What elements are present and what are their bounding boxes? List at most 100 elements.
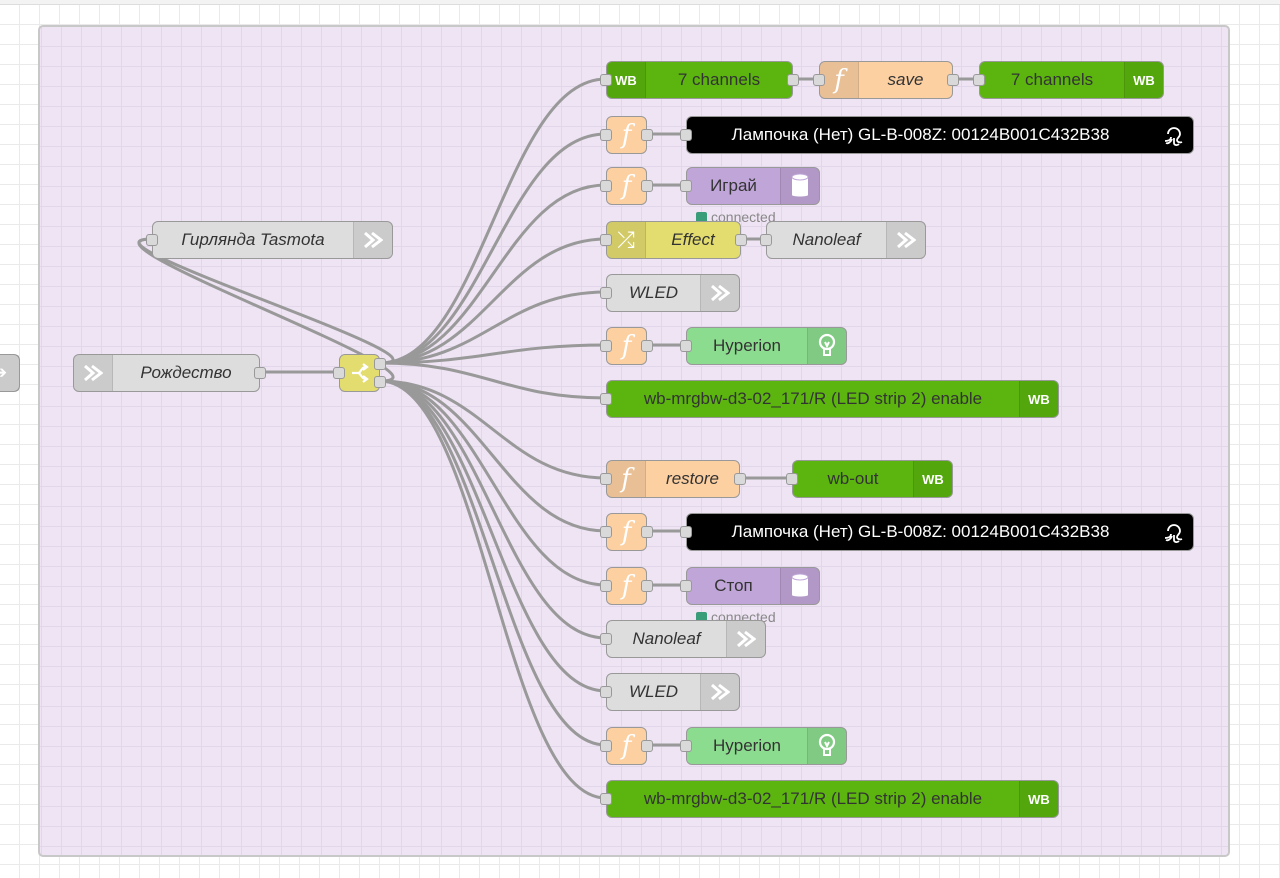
wire[interactable] (379, 379, 607, 747)
function-node[interactable]: f (600, 727, 653, 765)
output-port[interactable] (641, 340, 653, 352)
input-port[interactable] (680, 340, 692, 352)
switch-node[interactable] (333, 354, 386, 392)
function-icon: f (621, 517, 632, 547)
input-port[interactable] (680, 526, 692, 538)
output-port[interactable] (374, 376, 386, 388)
wire[interactable] (379, 379, 607, 480)
function-node[interactable]: f (600, 513, 653, 551)
bulb-icon (807, 728, 846, 764)
link-node[interactable]: Nanoleaf (760, 221, 926, 259)
input-port[interactable] (600, 526, 612, 538)
change-node[interactable]: ⤮Effect (600, 221, 747, 259)
function-icon: f (607, 461, 646, 497)
hyperion-node[interactable]: Hyperion (680, 327, 847, 365)
link-node[interactable]: Гирлянда Tasmota (146, 221, 393, 259)
node-label: wb-out (827, 469, 879, 488)
link-node[interactable]: WLED (600, 274, 740, 312)
wire[interactable] (379, 237, 607, 365)
input-port[interactable] (600, 740, 612, 752)
wb-node[interactable]: wb-mrgbw-d3-02_171/R (LED strip 2) enabl… (600, 780, 1059, 818)
input-port[interactable] (600, 580, 612, 592)
input-port[interactable] (786, 473, 798, 485)
input-port[interactable] (600, 686, 612, 698)
input-port[interactable] (680, 180, 692, 192)
output-port[interactable] (947, 74, 959, 86)
input-port[interactable] (813, 74, 825, 86)
flow-group[interactable] (38, 25, 1230, 857)
workspace-tab-bar[interactable] (0, 0, 1280, 5)
wire[interactable] (379, 132, 607, 365)
switch-icon (340, 355, 379, 391)
output-port[interactable] (374, 358, 386, 370)
offscreen-link-node[interactable]: ➔ (0, 354, 20, 392)
input-port[interactable] (600, 287, 612, 299)
link-node[interactable]: Nanoleaf (600, 620, 766, 658)
input-port[interactable] (600, 393, 612, 405)
output-port[interactable] (734, 473, 746, 485)
input-port[interactable] (333, 367, 345, 379)
input-port[interactable] (600, 793, 612, 805)
function-icon: f (820, 62, 859, 98)
input-port[interactable] (600, 180, 612, 192)
input-port[interactable] (600, 74, 612, 86)
link-node[interactable]: WLED (600, 673, 740, 711)
input-port[interactable] (600, 633, 612, 645)
wire[interactable] (379, 379, 607, 640)
wire[interactable] (379, 183, 607, 365)
output-port[interactable] (641, 180, 653, 192)
output-port[interactable] (641, 740, 653, 752)
zigbee-node[interactable]: Лампочка (Нет) GL-B-008Z: 00124B001C432B… (680, 513, 1194, 551)
wire[interactable] (379, 379, 607, 533)
input-port[interactable] (973, 74, 985, 86)
node-label: Рождество (140, 363, 232, 382)
wire[interactable] (379, 379, 607, 800)
wire[interactable] (379, 379, 607, 693)
shuffle-icon: ⤮ (607, 222, 646, 258)
wire[interactable] (137, 237, 395, 383)
input-port[interactable] (146, 234, 158, 246)
input-port[interactable] (760, 234, 772, 246)
wire[interactable] (379, 361, 607, 400)
cylinder-icon (780, 168, 819, 204)
input-port[interactable] (600, 340, 612, 352)
output-port[interactable] (641, 129, 653, 141)
wire[interactable] (379, 379, 607, 587)
input-port[interactable] (600, 473, 612, 485)
output-port[interactable] (254, 367, 266, 379)
zigbee-node[interactable]: Лампочка (Нет) GL-B-008Z: 00124B001C432B… (680, 116, 1194, 154)
input-port[interactable] (600, 129, 612, 141)
input-port[interactable] (680, 129, 692, 141)
wire[interactable] (379, 290, 607, 365)
output-port[interactable] (787, 74, 799, 86)
function-node[interactable]: f (600, 116, 653, 154)
mpd-node[interactable]: Стоп (680, 567, 820, 605)
wb-node[interactable]: wb-mrgbw-d3-02_171/R (LED strip 2) enabl… (600, 380, 1059, 418)
function-node[interactable]: f (600, 567, 653, 605)
output-port[interactable] (735, 234, 747, 246)
node-label: Стоп (714, 576, 753, 595)
hyperion-node[interactable]: Hyperion (680, 727, 847, 765)
output-port[interactable] (641, 580, 653, 592)
cylinder-icon (780, 568, 819, 604)
wire[interactable] (379, 343, 607, 365)
function-node[interactable]: f (600, 327, 653, 365)
input-port[interactable] (680, 580, 692, 592)
wb-icon: WB (1124, 62, 1163, 98)
node-label: Hyperion (712, 736, 782, 755)
function-node[interactable]: f (600, 167, 653, 205)
link-node[interactable]: Рождество (73, 354, 266, 392)
mpd-node[interactable]: Играй (680, 167, 820, 205)
node-label: Гирлянда Tasmota (181, 230, 325, 249)
wire[interactable] (379, 77, 607, 365)
output-port[interactable] (641, 526, 653, 538)
input-port[interactable] (600, 234, 612, 246)
status-dot-icon (696, 211, 707, 223)
input-port[interactable] (680, 740, 692, 752)
